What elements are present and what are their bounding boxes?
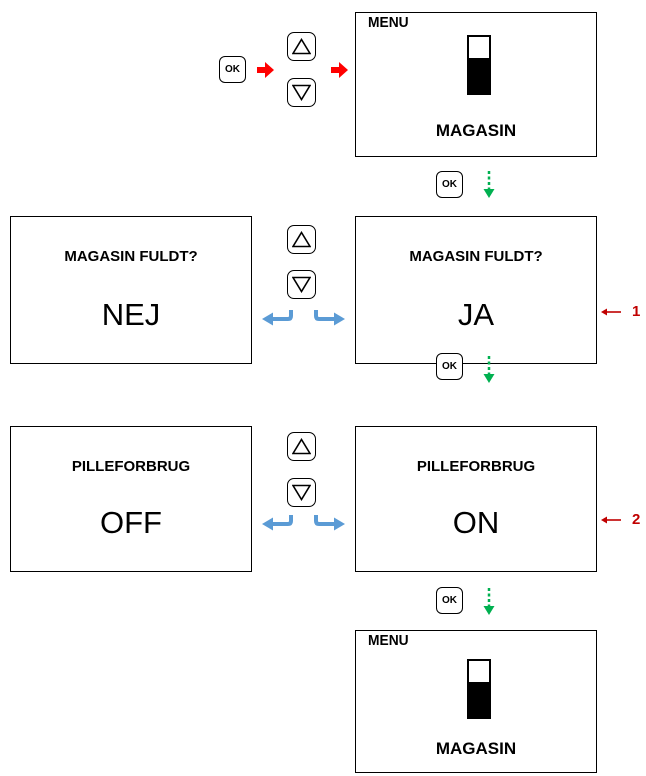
pilleforbrug-title: PILLEFORBRUG [416, 458, 536, 475]
magasin-fuldt-ja: JA [457, 297, 495, 332]
callout-1: 1 [632, 303, 641, 320]
magasin-fuldt-screen-nej: MAGASIN FULDT? NEJ [10, 216, 252, 364]
green-dotted-down-arrow-icon-2 [483, 356, 495, 383]
up-key-1[interactable] [287, 32, 316, 61]
ok-key-1[interactable]: OK [219, 56, 246, 83]
down-key-2[interactable] [287, 270, 316, 299]
triangle-down-icon [292, 84, 311, 101]
ok-key-label: OK [442, 361, 457, 372]
blue-curved-left-arrow-icon-1 [262, 310, 293, 326]
battery-icon [467, 659, 491, 719]
magasin-fuldt-title: MAGASIN FULDT? [409, 248, 543, 265]
triangle-down-icon [292, 276, 311, 293]
pilleforbrug-title: PILLEFORBRUG [71, 458, 191, 475]
blue-curved-right-arrow-icon-1 [314, 310, 345, 326]
red-arrow-icon-2 [331, 62, 348, 78]
red-left-arrow-icon-2 [601, 516, 621, 524]
triangle-down-icon [292, 484, 311, 501]
ok-key-label: OK [225, 64, 240, 75]
pilleforbrug-on: ON [452, 505, 500, 540]
ok-key-4[interactable]: OK [436, 587, 463, 614]
ok-key-3[interactable]: OK [436, 353, 463, 380]
down-key-1[interactable] [287, 78, 316, 107]
up-key-3[interactable] [287, 432, 316, 461]
menu-label: MAGASIN [435, 121, 517, 140]
down-key-3[interactable] [287, 478, 316, 507]
green-dotted-down-arrow-icon-3 [483, 588, 495, 615]
pilleforbrug-screen-off: PILLEFORBRUG OFF [10, 426, 252, 572]
pilleforbrug-screen-on: PILLEFORBRUG ON [355, 426, 597, 572]
ok-key-label: OK [442, 595, 457, 606]
red-left-arrow-icon-1 [601, 308, 621, 316]
menu-screen-bottom: MENU MAGASIN [355, 630, 597, 773]
up-key-2[interactable] [287, 225, 316, 254]
battery-fill [469, 58, 489, 93]
ok-key-2[interactable]: OK [436, 171, 463, 198]
menu-screen-top: MENU MAGASIN [355, 12, 597, 157]
magasin-fuldt-title: MAGASIN FULDT? [64, 248, 198, 265]
magasin-fuldt-screen-ja: MAGASIN FULDT? JA [355, 216, 597, 364]
blue-curved-right-arrow-icon-2 [314, 515, 345, 531]
magasin-fuldt-nej: NEJ [101, 297, 161, 332]
battery-fill [469, 682, 489, 717]
triangle-up-icon [292, 231, 311, 248]
battery-icon [467, 35, 491, 95]
triangle-up-icon [292, 438, 311, 455]
green-dotted-down-arrow-icon-1 [483, 171, 495, 198]
menu-title: MENU [368, 14, 409, 31]
pilleforbrug-off: OFF [100, 505, 162, 540]
ok-key-label: OK [442, 179, 457, 190]
red-arrow-icon-1 [257, 62, 274, 78]
blue-curved-left-arrow-icon-2 [262, 515, 293, 531]
menu-label: MAGASIN [435, 739, 517, 758]
triangle-up-icon [292, 38, 311, 55]
menu-title: MENU [368, 632, 409, 649]
callout-2: 2 [632, 511, 641, 528]
